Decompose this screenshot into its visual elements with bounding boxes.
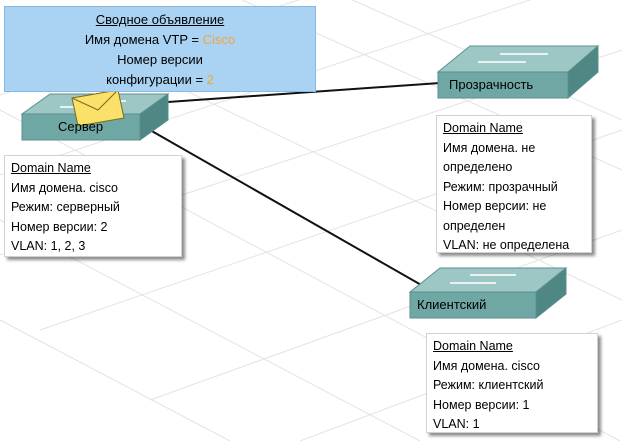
server-info-line: VLAN: 1, 2, 3 [11,239,86,253]
transparent-info-box: Domain Name Имя домена. не определено Ре… [436,115,592,253]
transparent-info-line: Режим: прозрачный [443,179,558,194]
summary-config-line: конфигурации = 2 [5,70,315,90]
client-info-line: Номер версии: 1 [433,397,530,412]
client-info-line: VLAN: 1 [433,417,480,431]
envelope-icon [71,89,125,127]
server-info-line: Имя домена. cisco [11,180,118,195]
transparent-switch[interactable] [436,44,600,100]
transparent-info-header: Domain Name [443,121,523,135]
summary-title: Сводное объявление [95,12,225,27]
summary-domain-prefix: Имя домена VTP = [84,32,203,47]
server-info-box: Domain Name Имя домена. cisco Режим: сер… [4,155,182,257]
client-info-line: Имя домена. cisco [433,358,540,373]
client-info-box: Domain Name Имя домена. cisco Режим: кли… [426,333,598,433]
link-server-transparent [124,82,441,106]
server-switch-label: Сервер [58,119,104,134]
transparent-info-line: Номер версии: не [443,199,547,213]
summary-domain-value: Cisco [202,32,236,47]
client-info-header: Domain Name [433,339,513,353]
summary-revision-prefix: конфигурации = [106,72,207,87]
server-info-header: Domain Name [11,161,91,175]
client-switch[interactable] [408,266,568,320]
client-switch-label: Клиентский [417,297,487,312]
transparent-info-line: VLAN: не определена [443,238,570,252]
transparent-info-line: определено [443,160,513,174]
server-info-line: Режим: серверный [11,200,120,214]
transparent-info-line: определен [443,218,506,233]
summary-revision-value: 2 [206,72,214,87]
link-server-client [149,129,431,291]
summary-revision-line: Номер версии [117,52,203,67]
summary-advertisement: Сводное объявление Имя домена VTP = Cisc… [4,6,316,92]
client-info-line: Режим: клиентский [433,378,544,392]
summary-domain-line: Имя домена VTP = Cisco [5,30,315,50]
transparent-switch-label: Прозрачность [449,77,534,92]
server-info-line: Номер версии: 2 [11,219,108,234]
transparent-info-line: Имя домена. не [443,140,536,155]
